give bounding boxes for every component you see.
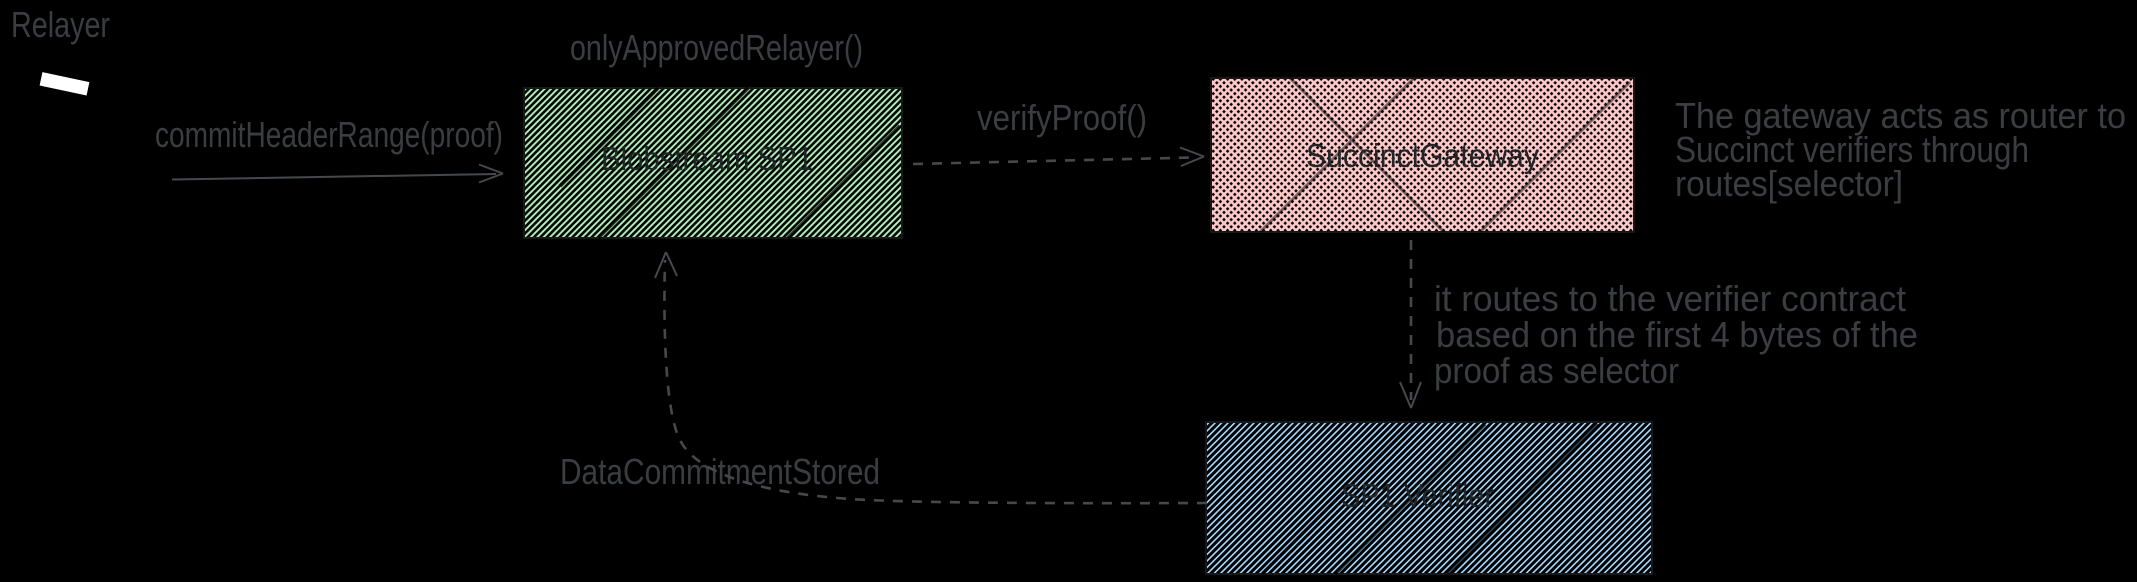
svg-text:onlyApprovedRelayer(): onlyApprovedRelayer() (570, 27, 863, 68)
svg-text:commitHeaderRange(proof): commitHeaderRange(proof) (155, 114, 503, 155)
svg-text:The gateway acts as router to: The gateway acts as router to (1675, 95, 2126, 136)
svg-text:SP1 Verifier: SP1 Verifier (1341, 477, 1494, 514)
svg-text:SuccinctGateway: SuccinctGateway (1306, 137, 1539, 174)
svg-text:Succinct verifiers through: Succinct verifiers through (1675, 129, 2029, 170)
svg-text:based on the first 4 bytes of: based on the first 4 bytes of the (1436, 314, 1918, 355)
svg-text:routes[selector]: routes[selector] (1675, 163, 1903, 204)
svg-text:Blobstream SP1: Blobstream SP1 (601, 140, 813, 177)
svg-text:it routes to the verifier cont: it routes to the verifier contract (1434, 278, 1906, 319)
svg-text:proof as selector: proof as selector (1434, 350, 1679, 391)
svg-text:DataCommitmentStored: DataCommitmentStored (560, 451, 880, 492)
svg-text:Relayer: Relayer (11, 4, 110, 45)
svg-text:verifyProof(): verifyProof() (977, 97, 1147, 138)
